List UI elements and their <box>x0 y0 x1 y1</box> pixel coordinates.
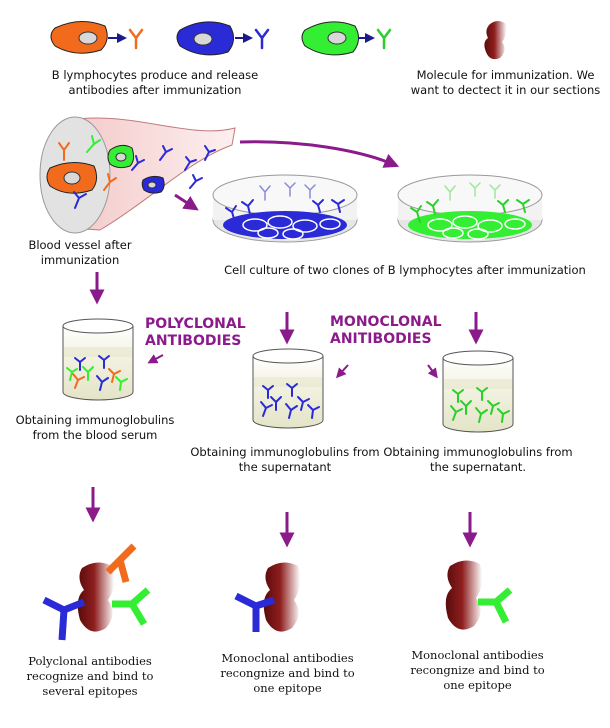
serum-label: Obtaining immunoglobulins from the blood… <box>15 413 175 442</box>
antibody-orange-bound-icon <box>105 543 137 583</box>
antibody-blue-mono-icon <box>234 592 276 632</box>
arrow-to-green-dish <box>239 140 400 168</box>
arrow-mono-right <box>427 364 438 379</box>
antibody-green-mono-icon <box>478 587 513 624</box>
culture-label: Cell culture of two clones of B lymphocy… <box>224 263 586 277</box>
antibody-green-bound-icon <box>112 587 151 626</box>
result-polyclonal <box>42 543 151 641</box>
blood-vessel <box>39 116 236 234</box>
arrow-to-blue-dish <box>174 193 199 211</box>
arrow-poly-label <box>147 354 164 364</box>
monoclonal-header: MONOCLONAL ANITIBODIES <box>330 314 442 347</box>
beaker-green <box>442 350 514 433</box>
antibody-green-icon <box>376 28 392 50</box>
result-mono-green <box>445 560 513 630</box>
polyclonal-header: POLYCLONAL ANTIBODIES <box>145 316 246 349</box>
petri-dish-green <box>397 174 543 243</box>
result-mono-blue-label: Monoclonal antibodies recongnize and bin… <box>220 651 355 695</box>
vessel-label: Blood vessel after immunization <box>28 238 132 267</box>
antibody-blue-bound-icon <box>42 596 86 641</box>
beaker-serum <box>62 318 134 401</box>
legend-molecule-label: Molecule for immunization. We want to de… <box>410 68 601 97</box>
result-mono-blue <box>234 562 301 632</box>
result-mono-green-label: Monoclonal antibodies recongnize and bin… <box>410 648 545 692</box>
arrow-mono-left <box>335 364 349 379</box>
antibody-blue-icon <box>254 28 270 50</box>
petri-dish-blue <box>212 174 358 243</box>
beaker-blue <box>252 348 324 429</box>
supernatant-blue-label: Obtaining immunoglobulins from the super… <box>190 445 380 474</box>
legend-b-cells-label: B lymphocytes produce and release antibo… <box>51 68 259 97</box>
result-poly-label: Polyclonal antibodies recognize and bind… <box>26 654 154 698</box>
molecule-legend-icon <box>484 21 507 60</box>
legend-b-cells <box>50 21 392 56</box>
antibody-orange-icon <box>128 28 144 50</box>
supernatant-green-label: Obtaining immunoglobulins from the super… <box>383 445 573 474</box>
